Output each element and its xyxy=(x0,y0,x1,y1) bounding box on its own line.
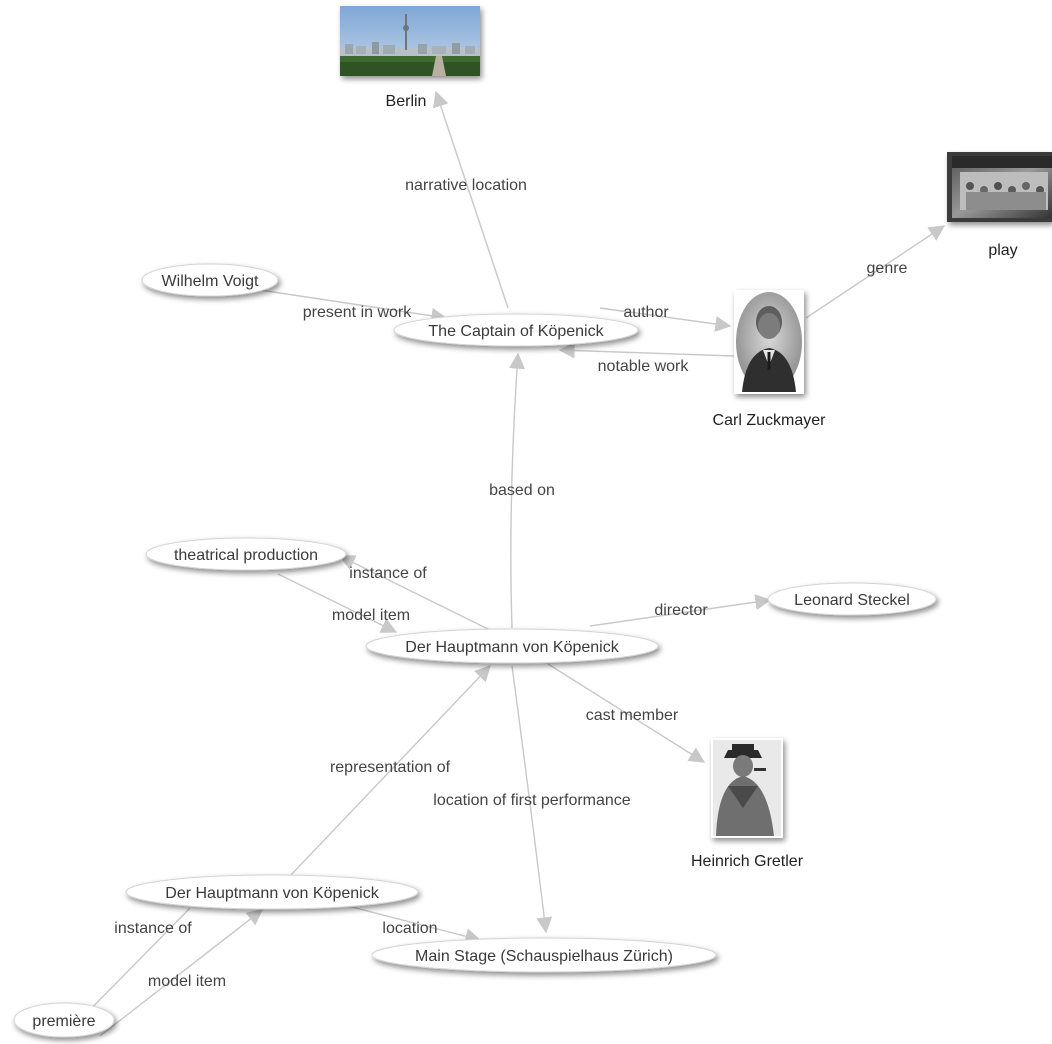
edge-label-instance-of-1: instance of xyxy=(349,565,427,582)
node-play[interactable]: play xyxy=(947,152,1052,259)
edge-director[interactable] xyxy=(589,594,772,627)
node-heinrich-gretler[interactable]: Heinrich Gretler xyxy=(691,738,804,870)
edge-label-model-item-1: model item xyxy=(332,607,410,624)
edge-genre[interactable] xyxy=(805,225,946,319)
berlin-skyline-image xyxy=(340,14,480,76)
node-premiere[interactable]: première xyxy=(13,1002,115,1038)
edge-model-item-1[interactable] xyxy=(277,573,398,633)
node-label-heinrich-gretler: Heinrich Gretler xyxy=(691,853,804,870)
edge-labels: narrative location genre present in work… xyxy=(114,177,907,990)
edge-present-in-work[interactable] xyxy=(259,289,448,324)
edge-instance-of-1[interactable] xyxy=(338,555,491,631)
edge-label-notable-work: notable work xyxy=(598,358,690,375)
node-label-premiere: première xyxy=(32,1013,95,1030)
edge-label-location-of-first-performance: location of first performance xyxy=(433,792,631,809)
node-der-hauptmann-von-koepenick-production[interactable]: Der Hauptmann von Köpenick xyxy=(365,628,659,664)
edge-label-based-on: based on xyxy=(489,482,555,499)
carl-zuckmayer-portrait-image xyxy=(736,292,802,392)
node-label-theatrical-production: theatrical production xyxy=(174,547,318,564)
edge-label-director: director xyxy=(654,602,708,619)
node-label-carl-zuckmayer: Carl Zuckmayer xyxy=(713,412,827,429)
node-label-berlin: Berlin xyxy=(386,93,427,110)
node-label-main-stage: Main Stage (Schauspielhaus Zürich) xyxy=(415,948,673,965)
edge-narrative-location[interactable] xyxy=(433,90,509,309)
node-label-wilhelm-voigt: Wilhelm Voigt xyxy=(162,273,259,290)
edge-model-item-2[interactable] xyxy=(99,909,264,1037)
edge-based-on[interactable] xyxy=(509,352,525,629)
node-main-stage[interactable]: Main Stage (Schauspielhaus Zürich) xyxy=(371,937,717,973)
node-der-hauptmann-von-koepenick-premiere[interactable]: Der Hauptmann von Köpenick xyxy=(125,874,419,910)
edge-location[interactable] xyxy=(347,905,482,945)
edge-label-location: location xyxy=(382,920,437,937)
node-wilhelm-voigt[interactable]: Wilhelm Voigt xyxy=(141,263,279,297)
node-label-der-hauptmann-von-koepenick-production: Der Hauptmann von Köpenick xyxy=(405,639,619,656)
heinrich-gretler-photo-image xyxy=(713,740,781,836)
node-the-captain-of-koepenick[interactable]: The Captain of Köpenick xyxy=(393,313,639,347)
node-berlin[interactable]: Berlin xyxy=(340,6,480,110)
edge-notable-work[interactable] xyxy=(558,342,735,359)
edge-cast-member[interactable] xyxy=(547,663,706,763)
edge-label-author: author xyxy=(623,304,669,321)
node-label-der-hauptmann-von-koepenick-premiere: Der Hauptmann von Köpenick xyxy=(165,885,379,902)
edge-author[interactable] xyxy=(599,307,732,332)
edge-label-model-item-2: model item xyxy=(148,973,226,990)
node-leonard-steckel[interactable]: Leonard Steckel xyxy=(767,582,937,616)
node-carl-zuckmayer[interactable]: Carl Zuckmayer xyxy=(713,290,827,429)
node-label-play: play xyxy=(988,242,1017,259)
edge-label-representation-of: representation of xyxy=(330,759,451,776)
node-label-leonard-steckel: Leonard Steckel xyxy=(794,592,910,609)
edge-location-of-first-performance[interactable] xyxy=(511,665,553,934)
node-label-the-captain-of-koepenick: The Captain of Köpenick xyxy=(428,323,604,340)
edge-label-instance-of-2: instance of xyxy=(114,920,192,937)
edge-label-genre: genre xyxy=(867,260,908,277)
play-stage-image xyxy=(952,156,1052,218)
edge-label-narrative-location: narrative location xyxy=(405,177,527,194)
edge-label-cast-member: cast member xyxy=(586,707,679,724)
node-theatrical-production[interactable]: theatrical production xyxy=(145,537,347,571)
edge-representation-of[interactable] xyxy=(289,665,491,877)
edge-label-present-in-work: present in work xyxy=(303,304,412,321)
